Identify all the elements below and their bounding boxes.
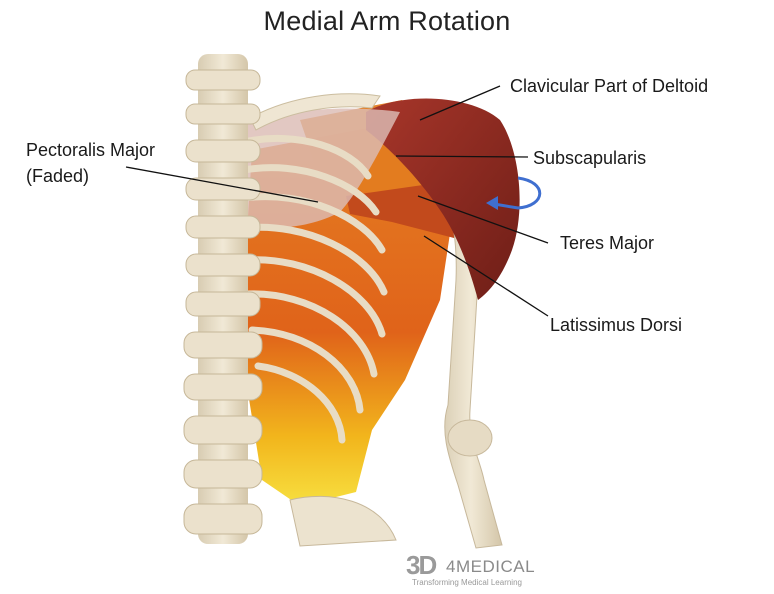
logo-wordmark: 4MEDICAL: [446, 557, 535, 577]
logo-mark: 3D: [406, 550, 435, 581]
label-pectoralis-line2: (Faded): [26, 164, 89, 188]
pelvis-bone: [290, 496, 396, 546]
label-pectoralis-line1: Pectoralis Major: [26, 138, 155, 162]
label-clavicular-deltoid: Clavicular Part of Deltoid: [510, 74, 708, 98]
diagram-title: Medial Arm Rotation: [0, 6, 774, 37]
brand-logo: 3D 4MEDICAL Transforming Medical Learnin…: [406, 550, 566, 590]
label-subscapularis: Subscapularis: [533, 146, 646, 170]
label-latissimus-dorsi: Latissimus Dorsi: [550, 313, 682, 337]
label-teres-major: Teres Major: [560, 231, 654, 255]
elbow-joint: [448, 420, 492, 456]
logo-tagline: Transforming Medical Learning: [412, 578, 522, 587]
